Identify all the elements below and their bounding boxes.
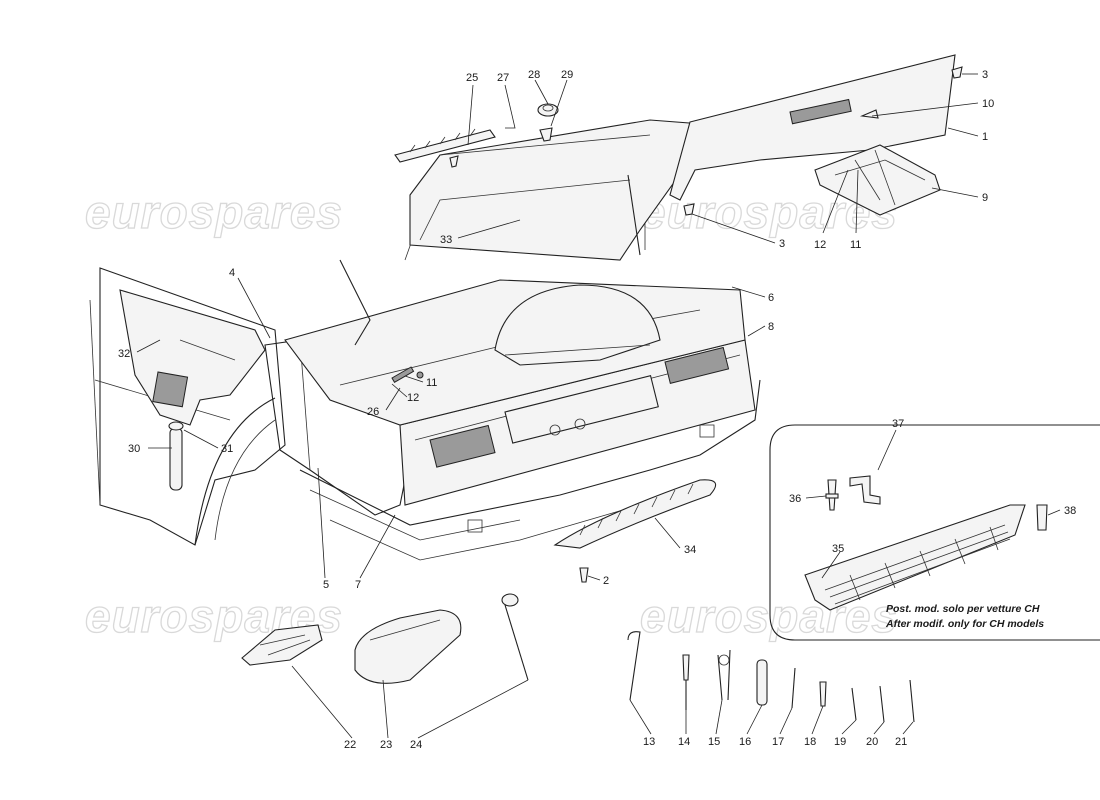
- callout-29: 29: [561, 69, 573, 81]
- callout-32: 32: [118, 348, 130, 360]
- callout-11: 11: [850, 239, 861, 251]
- clip-3-upper: [951, 66, 963, 79]
- callout-16: 16: [739, 736, 751, 748]
- lid-top-strip: [394, 129, 496, 163]
- callout-15: 15: [708, 736, 720, 748]
- side-trim-pocket: [152, 371, 189, 408]
- callout-17: 17: [772, 736, 784, 748]
- callout-22: 22: [344, 739, 356, 751]
- callout-35: 35: [832, 543, 844, 555]
- callout-3: 3: [982, 69, 988, 81]
- side-strip: [169, 427, 183, 491]
- tail-fixing-clip: [553, 479, 717, 549]
- callout-2: 2: [603, 575, 609, 587]
- callout-26: 26: [367, 406, 379, 418]
- callout-33: 33: [440, 234, 452, 246]
- screw-2: [579, 567, 589, 583]
- callout-12: 12: [814, 239, 826, 251]
- callout-38: 38: [1064, 505, 1076, 517]
- callout-37: 37: [892, 418, 904, 430]
- tool-holder: [814, 144, 941, 216]
- callout-36: 36: [789, 493, 801, 505]
- inset-border: [769, 424, 1100, 641]
- callout-labels: 25 27 28 29 3 10 1 9 3 12 11 33 4 6 8 32…: [118, 69, 1076, 751]
- callout-25: 25: [466, 72, 478, 84]
- clip-3-lower: [683, 203, 695, 216]
- lid-inner-trim: [669, 54, 956, 201]
- side-trim-panel: [119, 289, 266, 426]
- tools-drawing: [241, 593, 915, 723]
- callout-7: 7: [355, 579, 361, 591]
- inset-note-english: After modif. only for CH models: [885, 618, 1044, 630]
- bracket-37: [849, 475, 881, 505]
- callout-34: 34: [684, 544, 696, 556]
- callout-24: 24: [410, 739, 422, 751]
- nut-38: [1036, 504, 1048, 531]
- inset-note-italian: Post. mod. solo per vetture CH: [886, 603, 1040, 615]
- callout-6: 6: [768, 292, 774, 304]
- callout-9: 9: [982, 192, 988, 204]
- callout-13: 13: [643, 736, 655, 748]
- callout-21: 21: [895, 736, 907, 748]
- callout-30: 30: [128, 443, 140, 455]
- callout-27: 27: [497, 72, 509, 84]
- callout-14: 14: [678, 736, 690, 748]
- callout-20: 20: [866, 736, 878, 748]
- callout-3: 3: [779, 238, 785, 250]
- callout-8: 8: [768, 321, 774, 333]
- watermark-text: eurospares: [85, 186, 343, 238]
- callout-23: 23: [380, 739, 392, 751]
- callout-28: 28: [528, 69, 540, 81]
- leader-lines: [136, 73, 1061, 739]
- grommet: [168, 421, 184, 431]
- callout-18: 18: [804, 736, 816, 748]
- callout-4: 4: [229, 267, 235, 279]
- callout-19: 19: [834, 736, 846, 748]
- callout-5: 5: [323, 579, 329, 591]
- callout-31: 31: [221, 443, 233, 455]
- clip: [539, 127, 553, 142]
- car-rear-body-drawing: [89, 119, 761, 561]
- callout-10: 10: [982, 98, 994, 110]
- callout-11: 11: [426, 377, 437, 389]
- callout-1: 1: [982, 131, 988, 143]
- callout-12: 12: [407, 392, 419, 404]
